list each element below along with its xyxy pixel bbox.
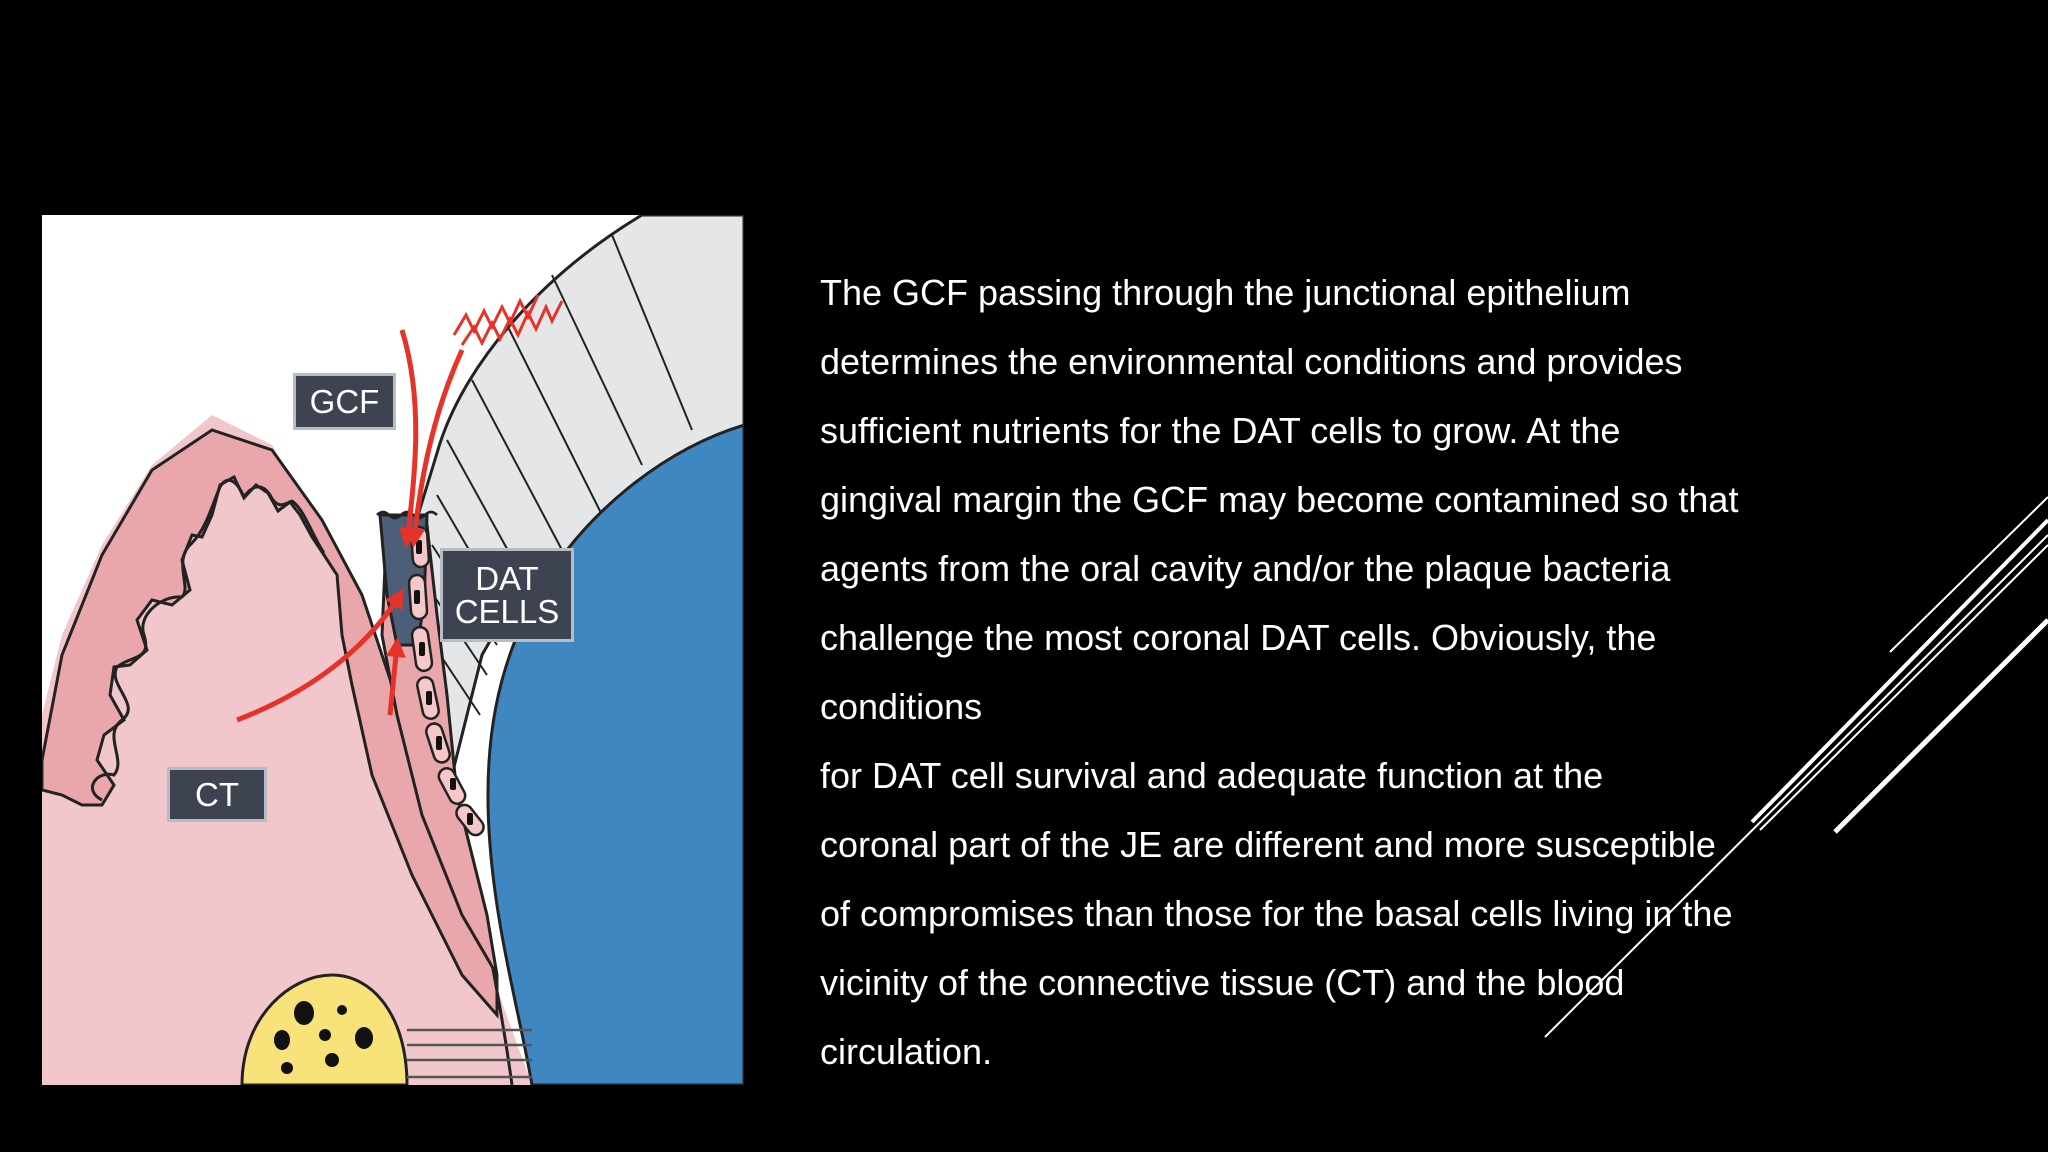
paragraph-1: The GCF passing through the junctional e…	[820, 272, 1739, 727]
collagen-fibers	[407, 1028, 532, 1079]
junctional-epithelium-diagram: GCF DAT CELLS CT	[42, 215, 744, 1085]
gcf-arrow-right	[405, 348, 465, 548]
label-gcf-text: GCF	[309, 383, 380, 420]
basal-arrow	[385, 637, 406, 716]
label-dat-line2: CELLS	[454, 593, 560, 630]
plaque-zigzag	[460, 300, 564, 347]
slide-body-text: The GCF passing through the junctional e…	[820, 258, 1830, 1086]
blood-cells	[274, 1001, 373, 1074]
diagram-illustration	[42, 215, 744, 1085]
sulcus-wave	[376, 510, 438, 520]
label-dat-cells: DAT CELLS	[440, 548, 574, 642]
ct-flow-arrow	[236, 588, 405, 723]
rete-pegs-boundary	[90, 478, 326, 802]
gcf-arrow-left	[398, 329, 419, 548]
dat-cell-nuclei	[414, 540, 473, 825]
plaque-zigzag-2	[452, 294, 540, 336]
label-dat-line1: DAT	[475, 560, 539, 597]
label-ct-text: CT	[195, 776, 239, 813]
label-gcf: GCF	[293, 373, 396, 430]
label-ct: CT	[167, 767, 267, 822]
gcf-flow-arrows	[236, 329, 465, 723]
paragraph-2: for DAT cell survival and adequate funct…	[820, 755, 1733, 1072]
